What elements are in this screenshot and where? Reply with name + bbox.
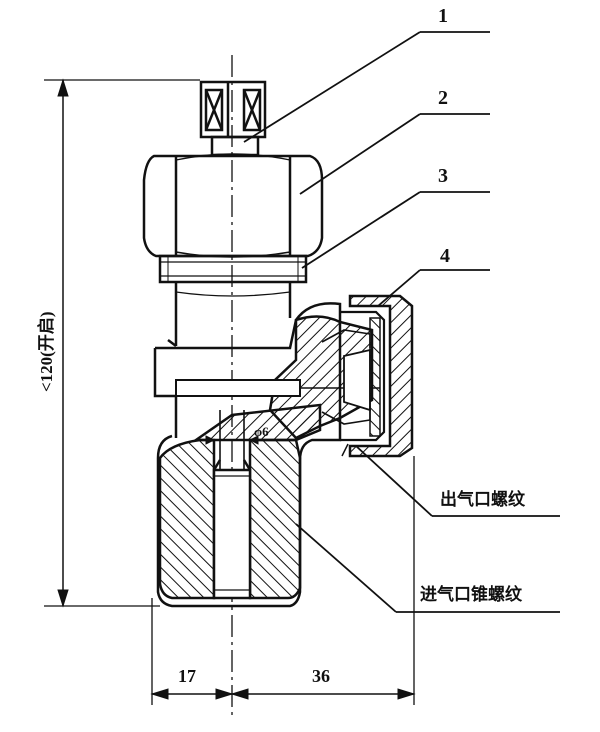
width-dimensions bbox=[150, 456, 416, 705]
height-dim-label: <120(开启) bbox=[36, 311, 56, 392]
dim-36-label: 36 bbox=[312, 666, 330, 686]
stem bbox=[199, 80, 267, 157]
outlet-thread-label: 出气口螺纹 bbox=[440, 489, 526, 510]
valve-body bbox=[153, 302, 342, 608]
inlet-section-right bbox=[248, 438, 302, 600]
inlet-section-left bbox=[158, 438, 216, 600]
callout-1: 1 bbox=[438, 5, 448, 27]
callout-2: 2 bbox=[438, 87, 448, 109]
callout-3: 3 bbox=[438, 165, 448, 187]
outlet-cap bbox=[321, 294, 414, 458]
bore-dia-label: φ6 bbox=[254, 424, 269, 439]
inlet-bore bbox=[212, 410, 252, 600]
callout-4: 4 bbox=[440, 245, 450, 267]
inlet-thread-label: 进气口锥螺纹 bbox=[420, 584, 523, 605]
valve-neck bbox=[174, 282, 292, 346]
height-dimension bbox=[44, 78, 200, 608]
dim-17-label: 17 bbox=[178, 666, 196, 686]
gasket bbox=[158, 254, 308, 284]
hex-nut bbox=[142, 153, 324, 258]
leader-lines bbox=[243, 31, 560, 613]
body-section-middle bbox=[192, 403, 322, 442]
